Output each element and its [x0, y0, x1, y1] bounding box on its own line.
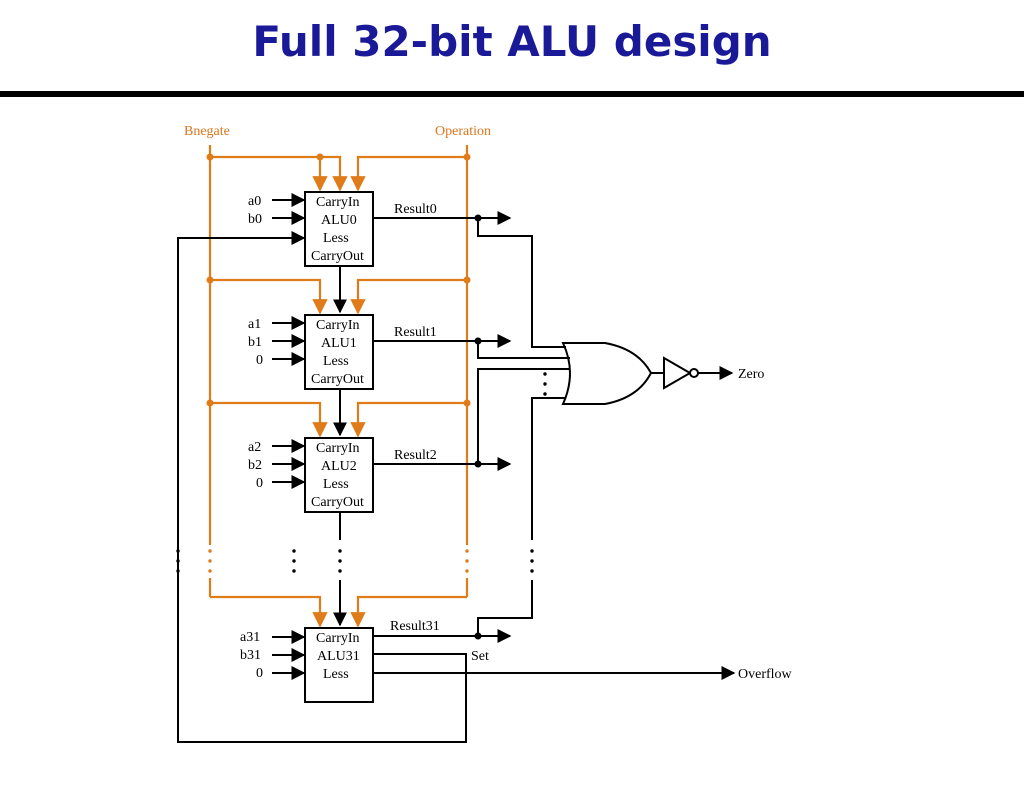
- slide-title: Full 32-bit ALU design: [252, 17, 772, 66]
- alu1-less: Less: [323, 354, 349, 369]
- alu2-less-input: 0: [256, 476, 263, 491]
- alu1-input-a: a1: [248, 317, 261, 332]
- or-inputs: [477, 218, 570, 636]
- alu31-input-b: b31: [240, 648, 261, 663]
- alu2-input-a: a2: [248, 440, 261, 455]
- set-label: Set: [471, 649, 489, 664]
- control-lines: [206, 145, 471, 628]
- or-gate: [561, 342, 653, 405]
- bnegate-label: Bnegate: [184, 124, 230, 139]
- alu1-result-label: Result1: [394, 325, 437, 340]
- alu1-carryin: CarryIn: [316, 318, 360, 333]
- alu2-result-label: Result2: [394, 448, 437, 463]
- alu31-less-input: 0: [256, 666, 263, 681]
- alu31-input-a: a31: [240, 630, 260, 645]
- alu0-input-a: a0: [248, 194, 261, 209]
- alu0-less: Less: [323, 231, 349, 246]
- alu-block-1: CarryIn ALU1 Less CarryOut a1 b1 0 Resul…: [248, 314, 512, 437]
- alu-block-0: CarryIn ALU0 Less CarryOut a0 b0 Result0: [248, 191, 512, 314]
- alu0-input-b: b0: [248, 212, 262, 227]
- alu31-result-label: Result31: [390, 619, 440, 634]
- alu0-name: ALU0: [321, 213, 357, 228]
- zero-label: Zero: [738, 367, 764, 382]
- alu2-carryout: CarryOut: [311, 495, 364, 510]
- set-feedback-wire: [177, 231, 467, 743]
- alu0-result-label: Result0: [394, 202, 437, 217]
- overflow-label: Overflow: [738, 667, 793, 682]
- title-divider: [0, 91, 1024, 97]
- alu0-carryin: CarryIn: [316, 195, 360, 210]
- alu2-carryin: CarryIn: [316, 441, 360, 456]
- alu2-less: Less: [323, 477, 349, 492]
- alu-block-2: CarryIn ALU2 Less CarryOut a2 b2 0 Resul…: [248, 437, 512, 540]
- operation-label: Operation: [435, 124, 491, 139]
- alu31-name: ALU31: [317, 649, 360, 664]
- alu1-input-b: b1: [248, 335, 262, 350]
- alu1-carryout: CarryOut: [311, 372, 364, 387]
- not-gate: [651, 356, 734, 390]
- alu2-name: ALU2: [321, 459, 357, 474]
- alu0-carryout: CarryOut: [311, 249, 364, 264]
- alu1-name: ALU1: [321, 336, 357, 351]
- alu31-carryin: CarryIn: [316, 631, 360, 646]
- alu1-less-input: 0: [256, 353, 263, 368]
- alu31-less: Less: [323, 667, 349, 682]
- alu-block-31: CarryIn ALU31 Less a31 b31 0 Result31 Se…: [240, 619, 512, 703]
- alu2-input-b: b2: [248, 458, 262, 473]
